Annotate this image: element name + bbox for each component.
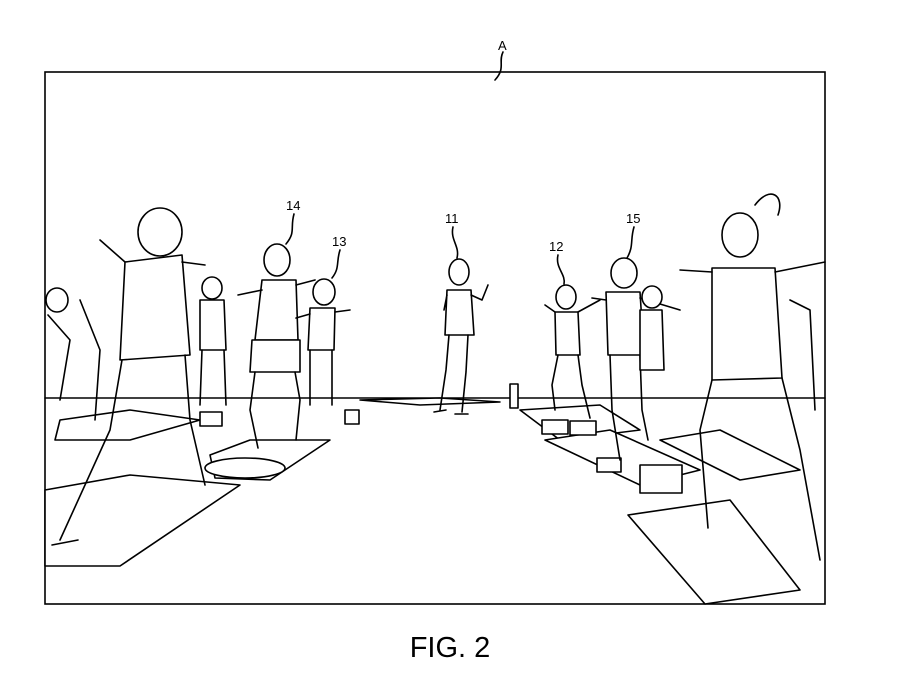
background-participants: [45, 276, 816, 421]
view-label-a: A: [498, 38, 507, 53]
ref-label-12: 12: [549, 239, 563, 254]
yoga-blocks: [199, 383, 683, 494]
reference-leader-lines: [285, 51, 635, 285]
ref-label-14: 14: [286, 198, 300, 213]
figure-caption: FIG. 2: [409, 632, 491, 664]
participant-14-figure: [237, 243, 316, 449]
participant-15-figure: [591, 257, 681, 461]
ref-label-11: 11: [445, 211, 459, 226]
ref-label-13: 13: [332, 234, 346, 249]
foreground-man-figure: [51, 207, 206, 546]
foreground-woman-figure: [679, 193, 826, 561]
instructor-figure: [433, 258, 489, 415]
ref-label-15: 15: [626, 211, 640, 226]
participant-12-figure: [544, 284, 601, 419]
participant-13-figure: [295, 278, 351, 406]
